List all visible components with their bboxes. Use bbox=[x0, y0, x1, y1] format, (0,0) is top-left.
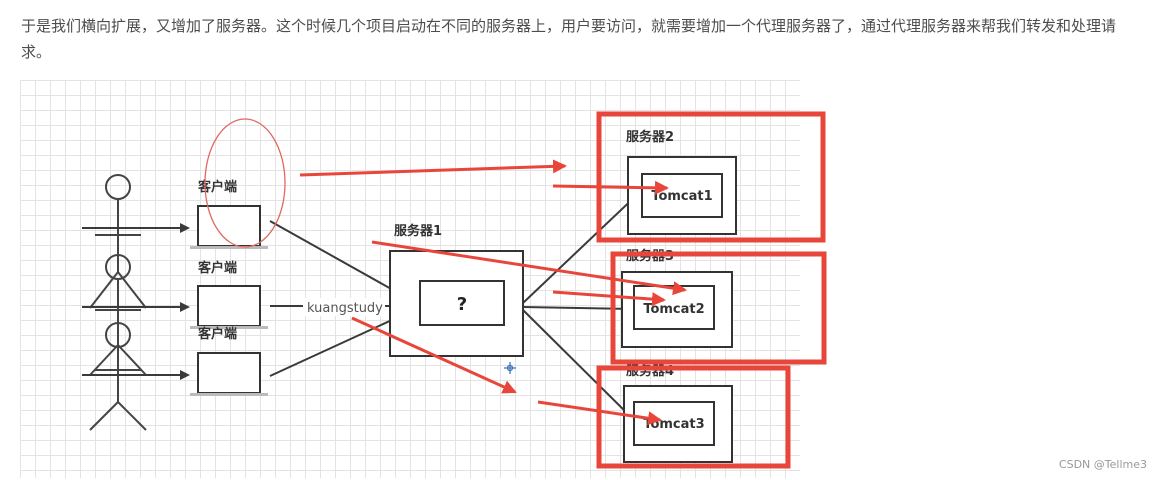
user-figure-2 bbox=[89, 254, 147, 376]
client-laptop-2: 客户端 bbox=[190, 260, 268, 329]
crosshair-cursor-icon bbox=[504, 362, 516, 374]
server2-label: 服务器2 bbox=[626, 129, 674, 145]
server4-label: 服务器4 bbox=[626, 363, 674, 379]
client-label-3: 客户端 bbox=[198, 326, 237, 342]
client-label-2: 客户端 bbox=[198, 260, 237, 276]
intro-paragraph: 于是我们横向扩展，又增加了服务器。这个时候几个项目启动在不同的服务器上，用户要访… bbox=[21, 17, 1117, 61]
client-laptop-1: 客户端 bbox=[190, 179, 268, 249]
tomcat2-label: Tomcat2 bbox=[643, 302, 704, 317]
proxy-question-mark: ? bbox=[457, 294, 467, 315]
kuang-label-bg bbox=[303, 298, 385, 316]
architecture-diagram: 客户端 客户端 客户端 kuangstudy 服务器1 ? 服务器2 bbox=[20, 80, 800, 478]
server3-label: 服务器3 bbox=[626, 248, 674, 264]
watermark-text: CSDN @Tellme3 bbox=[1058, 458, 1147, 471]
client-laptop-3: 客户端 bbox=[190, 326, 268, 396]
kuangstudy-label: kuangstudy bbox=[307, 301, 383, 316]
client-label-1: 客户端 bbox=[198, 179, 237, 195]
proxy-label: 服务器1 bbox=[394, 223, 442, 239]
diagram-canvas: 客户端 客户端 客户端 kuangstudy 服务器1 ? 服务器2 bbox=[82, 129, 737, 463]
proxy-to-tomcat2-line bbox=[522, 303, 636, 314]
tomcat1-label: Tomcat1 bbox=[651, 189, 712, 204]
tomcat3-label: Tomcat3 bbox=[643, 417, 704, 432]
proxy-to-tomcat3-line bbox=[522, 309, 636, 422]
